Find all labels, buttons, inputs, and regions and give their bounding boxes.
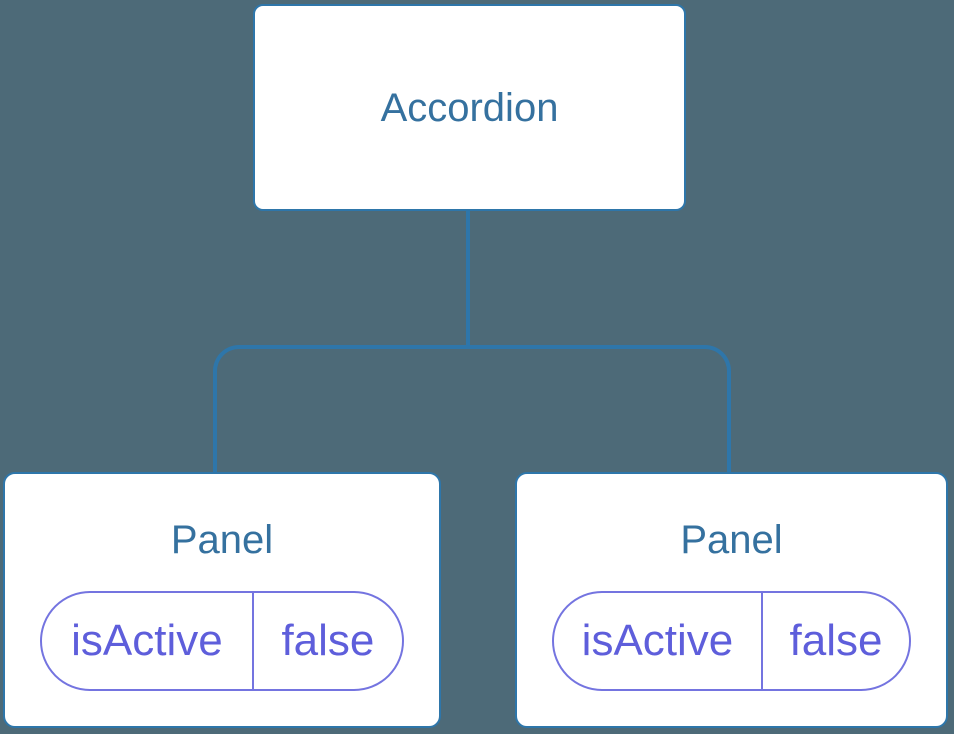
accordion-node-label: Accordion (380, 85, 559, 130)
state-value: false (281, 616, 375, 665)
branch-connector (213, 345, 731, 472)
panel-node-label: Panel (170, 518, 274, 562)
state-pill-divider (251, 593, 254, 689)
panel-node-left: Panel isActive false (3, 472, 441, 728)
panel-node-right: Panel isActive false (515, 472, 948, 728)
state-pill: isActive false (40, 591, 404, 691)
accordion-node: Accordion (253, 4, 686, 211)
state-key: isActive (581, 616, 734, 665)
state-pill-divider (760, 593, 763, 689)
state-key: isActive (71, 616, 223, 665)
state-pill: isActive false (552, 591, 911, 691)
panel-node-label: Panel (680, 518, 783, 562)
state-value: false (789, 616, 883, 665)
root-connector-line (466, 209, 470, 349)
